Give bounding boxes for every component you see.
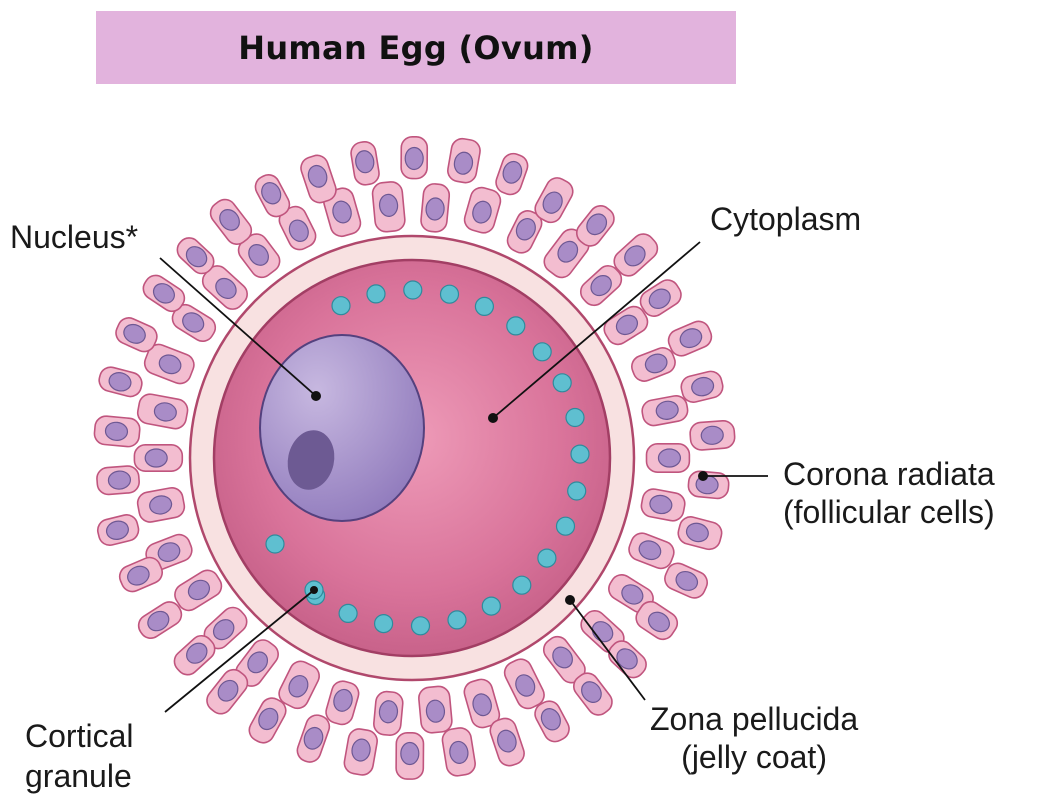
follicle-cell bbox=[689, 420, 735, 451]
label-cortical-line2: granule bbox=[25, 756, 133, 796]
label-cortical-granule: Cortical granule bbox=[25, 716, 133, 796]
follicle-cell bbox=[97, 365, 144, 399]
cortical-granule bbox=[566, 409, 584, 427]
cortical-granule bbox=[553, 374, 571, 392]
follicle-cell bbox=[629, 345, 679, 385]
follicle-cell bbox=[418, 685, 453, 733]
follicle-cell bbox=[396, 733, 424, 779]
follicle-cell bbox=[134, 445, 182, 471]
cortical-granule bbox=[557, 517, 575, 535]
cortical-granule bbox=[538, 549, 556, 567]
cortical-granule bbox=[568, 482, 586, 500]
follicle-cell bbox=[136, 392, 190, 430]
cortical-granule bbox=[332, 297, 350, 315]
cortical-granule bbox=[404, 281, 422, 299]
cortical-granule bbox=[475, 297, 493, 315]
follicle-cell bbox=[640, 394, 689, 427]
label-corona-radiata: Corona radiata (follicular cells) bbox=[783, 455, 995, 532]
follicle-cell bbox=[96, 465, 140, 495]
follicle-cell bbox=[626, 530, 677, 572]
follicle-cell bbox=[401, 137, 427, 179]
cortical-granule bbox=[571, 445, 589, 463]
follicle-cell bbox=[349, 140, 380, 186]
cortical-granule bbox=[339, 604, 357, 622]
follicle-cell bbox=[134, 598, 185, 643]
corona-dot bbox=[698, 471, 708, 481]
follicle-cell bbox=[462, 185, 503, 235]
follicle-cell bbox=[323, 679, 361, 727]
label-zona-pellucida: Zona pellucida (jelly coat) bbox=[650, 700, 858, 777]
follicle-cell bbox=[94, 415, 141, 447]
follicle-cell bbox=[136, 486, 186, 524]
nucleus-dot bbox=[311, 391, 321, 401]
follicle-cell bbox=[679, 369, 725, 404]
label-corona-line1: Corona radiata bbox=[783, 455, 995, 493]
follicle-cell bbox=[676, 514, 724, 551]
cortical-granule bbox=[513, 576, 531, 594]
cortical-granule bbox=[507, 317, 525, 335]
cortical-granule bbox=[441, 285, 459, 303]
follicle-cell bbox=[640, 487, 687, 522]
follicle-cell bbox=[95, 513, 140, 548]
zona-dot bbox=[565, 595, 575, 605]
follicle-cell bbox=[294, 712, 332, 765]
cortical-granule bbox=[533, 343, 551, 361]
label-cortical-line1: Cortical bbox=[25, 716, 133, 756]
cytoplasm-dot bbox=[488, 413, 498, 423]
follicle-cell bbox=[372, 181, 406, 233]
follicle-cell bbox=[687, 470, 729, 499]
follicle-cell bbox=[446, 137, 482, 184]
follicle-cell bbox=[420, 183, 450, 233]
label-zona-line2: (jelly coat) bbox=[650, 738, 858, 776]
cortical-granule bbox=[412, 617, 430, 635]
label-cytoplasm: Cytoplasm bbox=[710, 200, 861, 238]
cortical-granule bbox=[482, 597, 500, 615]
cortical-granule bbox=[448, 611, 466, 629]
follicle-cell bbox=[343, 727, 379, 776]
follicle-cell bbox=[647, 444, 690, 472]
cortical-granule bbox=[266, 535, 284, 553]
label-nucleus: Nucleus* bbox=[10, 218, 138, 256]
cortical-dot bbox=[310, 586, 318, 594]
label-corona-line2: (follicular cells) bbox=[783, 493, 995, 531]
nucleus bbox=[260, 335, 424, 521]
cortical-granule bbox=[367, 285, 385, 303]
follicle-cell bbox=[493, 151, 531, 198]
cortical-granule bbox=[375, 615, 393, 633]
label-zona-line1: Zona pellucida bbox=[650, 700, 858, 738]
follicle-cell bbox=[373, 691, 404, 737]
follicle-cell bbox=[298, 152, 339, 205]
follicle-cell bbox=[441, 726, 477, 777]
follicle-cell bbox=[487, 715, 527, 768]
